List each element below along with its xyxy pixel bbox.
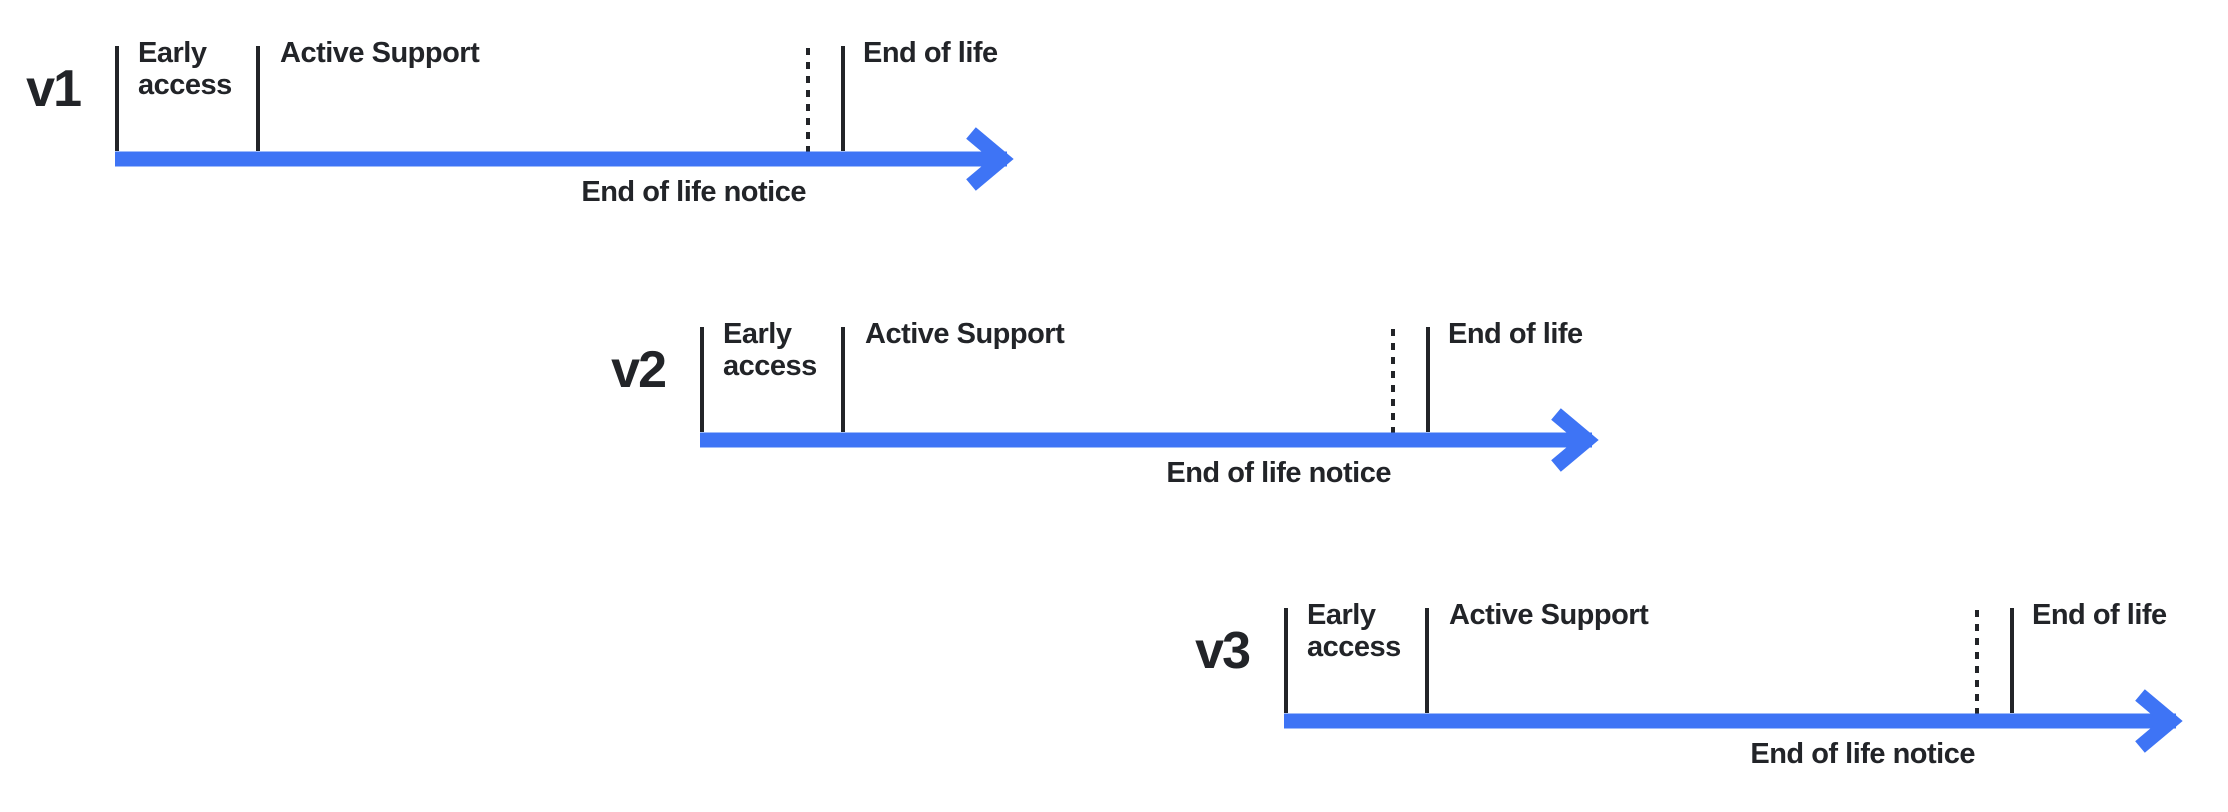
version-label: v1 [26,60,82,118]
end-of-life-tick [841,46,845,151]
end-of-life-label: End of life [863,37,998,69]
timeline-arrow [700,408,1599,472]
end-of-life-label: End of life [1448,318,1583,350]
end-of-life-notice-label: End of life notice [1166,457,1391,489]
active-support-label: Active Support [865,318,1065,350]
version-label: v2 [611,341,667,399]
early-access-start-tick [1284,608,1288,713]
timeline-arrow [1284,689,2183,753]
end-of-life-tick [1426,327,1430,432]
active-support-label: Active Support [1449,599,1649,631]
eol-notice-dashed-line [806,48,810,152]
timeline-arrow [115,127,1014,191]
active-support-label: Active Support [280,37,480,69]
active-support-start-tick [1425,608,1429,713]
arrowhead-icon [966,127,1014,191]
early-access-label: Early access [1307,599,1401,663]
active-support-start-tick [256,46,260,151]
timeline-v2: v2 Early access Active Support End of li… [585,281,1655,516]
version-label: v3 [1195,622,1251,680]
timeline-v1: v1 Early access Active Support End of li… [0,0,1070,235]
early-access-start-tick [115,46,119,151]
eol-notice-dashed-line [1975,610,1979,714]
early-access-start-tick [700,327,704,432]
early-access-label: Early access [723,318,817,382]
active-support-start-tick [841,327,845,432]
end-of-life-label: End of life [2032,599,2167,631]
arrowhead-icon [2135,689,2183,753]
end-of-life-notice-label: End of life notice [1750,738,1975,770]
eol-notice-dashed-line [1391,329,1395,433]
end-of-life-notice-label: End of life notice [581,176,806,208]
timeline-v3: v3 Early access Active Support End of li… [1169,562,2228,797]
arrowhead-icon [1551,408,1599,472]
end-of-life-tick [2010,608,2014,713]
early-access-label: Early access [138,37,232,101]
